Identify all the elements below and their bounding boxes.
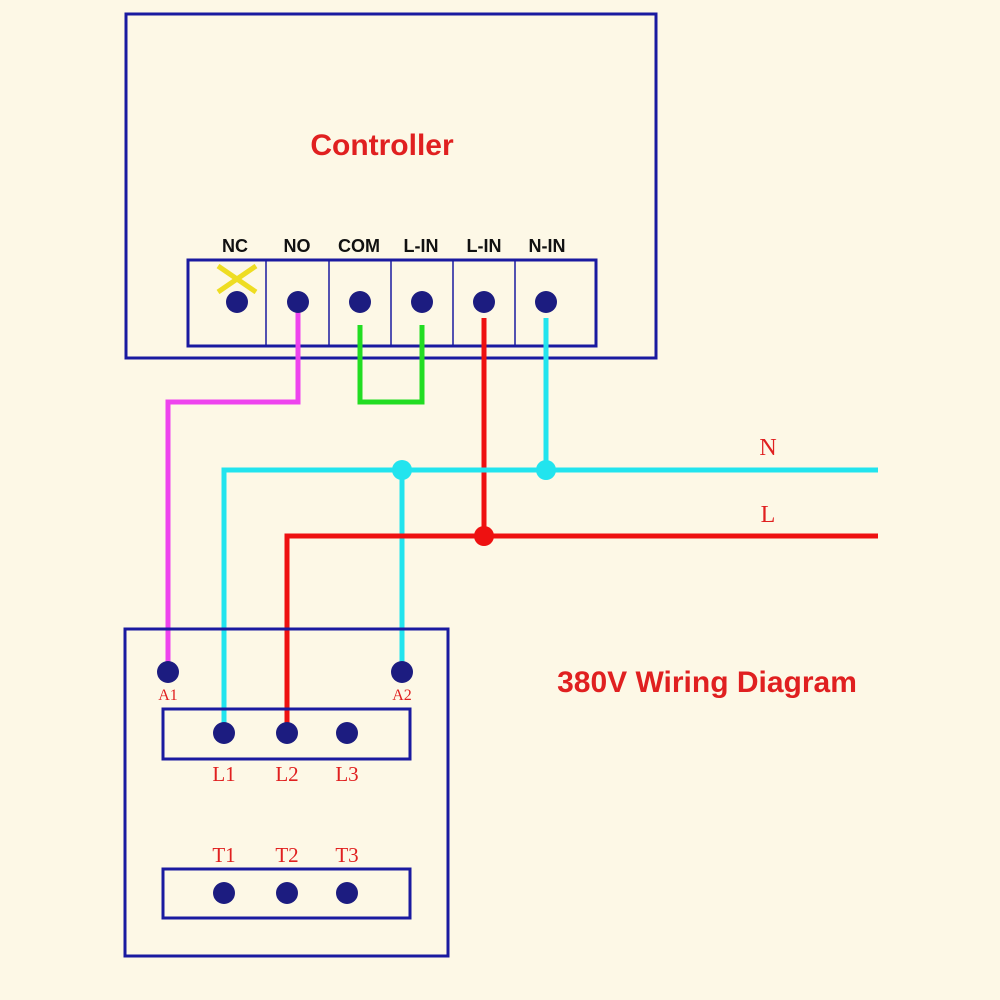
controller-title: Controller xyxy=(310,129,454,162)
contactor-terminal-l1 xyxy=(213,722,235,744)
contactor-label-t3: T3 xyxy=(335,843,358,867)
wire-neutral-bus xyxy=(221,467,878,733)
junction-line-lin xyxy=(474,526,494,546)
contactor-label-l3: L3 xyxy=(335,762,358,786)
terminal-label-nc: NC xyxy=(222,236,248,256)
contactor-terminal-l3 xyxy=(336,722,358,744)
wire-no-to-a1 xyxy=(165,302,301,672)
coil-terminal-a2 xyxy=(391,661,413,683)
contactor-terminal-l2 xyxy=(276,722,298,744)
controller-terminal-block xyxy=(186,258,598,348)
terminal-label-com: COM xyxy=(338,236,380,256)
terminal-screw-nc xyxy=(226,291,248,313)
contactor-terminal-t1 xyxy=(213,882,235,904)
terminal-label-no: NO xyxy=(284,236,311,256)
diagram-title: 380V Wiring Diagram xyxy=(557,666,857,699)
terminal-screw-no xyxy=(287,291,309,313)
junction-neutral-a2 xyxy=(392,460,412,480)
terminal-screw-com xyxy=(349,291,371,313)
terminal-label-n-in: N-IN xyxy=(529,236,566,256)
terminal-screw-l-in-2 xyxy=(473,291,495,313)
wire-com-lin-bridge xyxy=(357,325,425,405)
coil-label-a1: A1 xyxy=(158,687,178,704)
contactor-label-l2: L2 xyxy=(275,762,298,786)
contactor-label-t2: T2 xyxy=(275,843,298,867)
terminal-screw-n-in xyxy=(535,291,557,313)
terminal-label-l-in-2: L-IN xyxy=(467,236,502,256)
contactor-terminal-t2 xyxy=(276,882,298,904)
wire-line-bus xyxy=(284,533,878,733)
junction-neutral-nin xyxy=(536,460,556,480)
coil-terminal-a1 xyxy=(157,661,179,683)
terminal-label-l-in-1: L-IN xyxy=(404,236,439,256)
contactor-input-strip xyxy=(161,707,412,761)
controller-box xyxy=(124,12,658,360)
contactor-box xyxy=(123,627,450,958)
contactor-output-strip xyxy=(161,867,412,920)
nc-unused-mark-icon xyxy=(216,263,258,295)
contactor-label-l1: L1 xyxy=(212,762,235,786)
coil-label-a2: A2 xyxy=(392,687,412,704)
contactor-terminal-t3 xyxy=(336,882,358,904)
line-label: L xyxy=(761,502,776,528)
neutral-label: N xyxy=(759,435,776,461)
contactor-label-t1: T1 xyxy=(212,843,235,867)
terminal-screw-l-in-1 xyxy=(411,291,433,313)
